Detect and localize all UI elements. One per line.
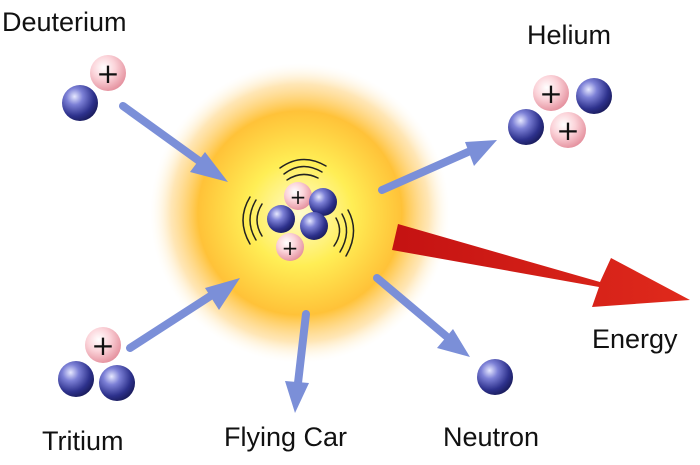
neutron-particle <box>99 365 135 401</box>
plus-glyph: + <box>290 185 307 209</box>
arrow-helium-out <box>378 140 497 194</box>
tritium-nucleus <box>58 327 135 401</box>
proton-particle <box>550 112 586 148</box>
proton-particle <box>85 327 121 363</box>
plus-glyph: + <box>539 77 562 110</box>
label-tritium: Tritium <box>42 426 124 456</box>
plus-signs: + + + + + + <box>91 57 579 362</box>
neutron-particle <box>267 205 295 233</box>
free-neutron <box>477 359 513 395</box>
fusing-nucleus <box>267 182 337 261</box>
label-energy: Energy <box>592 324 678 354</box>
neutron-particle <box>309 188 337 216</box>
neutron-particle <box>300 212 328 240</box>
label-flying-car: Flying Car <box>224 422 348 452</box>
neutron-particle <box>576 78 612 114</box>
helium-nucleus <box>508 75 612 148</box>
arrow-tritium-in <box>126 278 240 352</box>
vibration-lines <box>242 158 355 257</box>
arrow-flying-car-out <box>285 310 310 413</box>
plus-glyph: + <box>96 57 119 90</box>
plus-glyph: + <box>282 236 299 260</box>
neutron-particle <box>62 85 98 121</box>
deuterium-nucleus <box>62 55 126 121</box>
energy-arrow <box>392 224 690 307</box>
plus-glyph: + <box>556 114 579 147</box>
neutron-particle <box>58 361 94 397</box>
fusion-glow <box>150 63 450 363</box>
arrow-neutron-out <box>373 274 470 357</box>
proton-particle <box>276 233 304 261</box>
label-neutron: Neutron <box>443 422 540 452</box>
plus-glyph: + <box>91 329 114 362</box>
label-deuterium: Deuterium <box>2 7 127 37</box>
arrow-deuterium-in <box>119 102 228 182</box>
neutron-particle <box>508 109 544 145</box>
proton-particle <box>533 75 569 111</box>
proton-particle <box>90 55 126 91</box>
proton-particle <box>284 182 312 210</box>
label-helium: Helium <box>527 20 612 50</box>
